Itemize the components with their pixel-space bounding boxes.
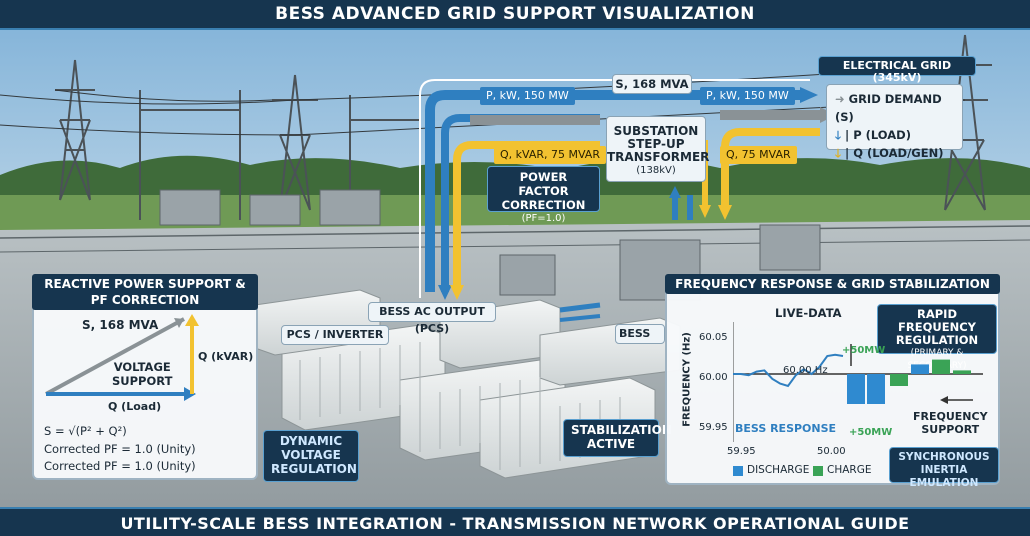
reactive-power-label-left: Q, kVAR, 75 MVAR	[494, 146, 606, 164]
x-tick-right: 50.00	[817, 446, 846, 457]
substation-voltage: (138kV)	[636, 165, 676, 176]
voltage-support-line-1: VOLTAGE	[113, 360, 171, 374]
power-factor-correction-tag: POWER FACTOR CORRECTION (PF=1.0)	[487, 166, 600, 224]
x-tick-left: 59.95	[727, 446, 756, 457]
grid-demand-box: ➜ GRID DEMAND (S) 🡓 | P (LOAD) 🡓 | Q (LO…	[826, 84, 963, 160]
substation-line-1: SUBSTATION	[613, 124, 699, 138]
response-bar	[911, 364, 929, 374]
frequency-panel: FREQUENCY RESPONSE & GRID STABILIZATION …	[665, 274, 1000, 489]
y-tick-top: 60.05	[699, 332, 728, 343]
frequency-line	[733, 353, 844, 388]
pf-line-2: CORRECTION	[501, 198, 586, 212]
bess-ac-output-label: BESS AC OUTPUT (PCS)	[368, 302, 496, 335]
plus50-bottom-label: +50MW	[849, 427, 893, 438]
footer-title: UTILITY-SCALE BESS INTEGRATION - TRANSMI…	[0, 507, 1030, 536]
bess-response-label: BESS RESPONSE	[735, 422, 837, 435]
freq-support-line-2: SUPPORT	[921, 423, 980, 436]
grid-demand-title: ➜ GRID DEMAND (S)	[835, 92, 942, 124]
response-bar	[932, 359, 950, 374]
dvr-line-1: DYNAMIC	[279, 434, 343, 448]
y-tick-mid: 60.00	[699, 372, 728, 383]
main-title: BESS ADVANCED GRID SUPPORT VISUALIZATION	[0, 0, 1030, 30]
plus50-top-label: +50MW	[842, 345, 886, 356]
response-bar	[847, 374, 865, 404]
nominal-frequency-label: 60.00 Hz	[783, 365, 828, 376]
synchronous-inertia-tag: SYNCHRONOUS INERTIA EMULATION	[889, 447, 999, 489]
legend-charge-swatch	[813, 466, 823, 476]
response-bar	[867, 374, 885, 404]
frequency-chart	[733, 322, 983, 442]
reactive-panel-title: REACTIVE POWER SUPPORT & PF CORRECTION	[32, 274, 258, 310]
y-axis-label: FREQUENCY (Hz)	[681, 332, 693, 427]
rapid-frequency-regulation-tag: RAPID FREQUENCY REGULATION (PRIMARY & SE…	[877, 304, 997, 371]
apparent-power-label: S, 168 MVA	[612, 74, 692, 94]
stabilization-active-tag: STABILIZATION ACTIVE	[563, 419, 672, 457]
load-label: Q (Load)	[108, 400, 162, 413]
response-bar	[890, 374, 908, 386]
response-bar	[953, 370, 971, 374]
live-data-label: LIVE-DATA	[775, 306, 842, 320]
s-label: S, 168 MVA	[82, 318, 159, 332]
pf-value: (PF=1.0)	[521, 213, 566, 224]
power-triangle	[45, 314, 199, 401]
q-kvar-label: Q (kVAR)	[198, 350, 254, 363]
dvr-line-3: REGULATION	[271, 462, 357, 476]
voltage-support-label: VOLTAGE SUPPORT	[112, 360, 172, 388]
y-tick-bottom: 59.95	[699, 422, 728, 433]
reactive-power-panel: REACTIVE POWER SUPPORT & PF CORRECTION S…	[32, 274, 258, 480]
grid-demand-arrow-icon: ➜	[835, 92, 849, 106]
grid-q-row: 🡓 | Q (LOAD/GEN)	[835, 146, 944, 160]
frequency-panel-title: FREQUENCY RESPONSE & GRID STABILIZATION	[665, 274, 1000, 294]
sync-line-1: SYNCHRONOUS	[898, 451, 990, 463]
dvr-line-2: VOLTAGE	[281, 448, 341, 462]
rapid-line-2: REGULATION	[895, 333, 979, 347]
down-arrow-icon: 🡓	[835, 128, 841, 142]
freq-support-line-1: FREQUENCY	[913, 410, 988, 423]
rapid-line-1: RAPID FREQUENCY	[898, 307, 976, 334]
dynamic-voltage-regulation-tag: DYNAMIC VOLTAGE REGULATION	[263, 430, 359, 482]
substation-line-2: STEP-UP	[627, 137, 685, 151]
down-arrow-icon: 🡓	[835, 146, 841, 160]
substation-line-3: TRANSFORMER	[607, 150, 710, 164]
active-power-label-left: P, kW, 150 MW	[480, 87, 575, 105]
pf-result-line-1: Corrected PF = 1.0 (Unity)	[44, 442, 196, 456]
bess-battery-label: BESS BATTERY RACKS	[615, 324, 665, 344]
voltage-support-line-2: SUPPORT	[112, 374, 173, 388]
active-power-label-right: P, kW, 150 MW	[700, 87, 795, 105]
pf-line-1: POWER FACTOR	[518, 170, 569, 198]
substation-transformer-box: SUBSTATION STEP-UP TRANSFORMER (138kV)	[606, 116, 710, 182]
arrowhead-icon	[940, 396, 948, 404]
apparent-power-formula: S = √(P² + Q²)	[44, 424, 127, 438]
pcs-inverter-label: PCS / INVERTER	[281, 325, 389, 345]
legend-discharge-swatch	[733, 466, 743, 476]
legend-discharge-label: DISCHARGE	[747, 464, 810, 476]
frequency-support-label: FREQUENCY SUPPORT	[913, 410, 988, 436]
sync-line-2: INERTIA EMULATION	[909, 464, 979, 489]
stabilization-line-2: ACTIVE	[586, 437, 636, 451]
reactive-power-label-right: Q, 75 MVAR	[720, 146, 797, 164]
pf-result-line-2: Corrected PF = 1.0 (Unity)	[44, 459, 196, 473]
grid-p-row: 🡓 | P (LOAD)	[835, 128, 911, 142]
electrical-grid-label: ELECTRICAL GRID (345kV)	[818, 56, 976, 84]
stabilization-line-1: STABILIZATION	[571, 423, 672, 437]
legend-charge-label: CHARGE	[827, 464, 872, 476]
